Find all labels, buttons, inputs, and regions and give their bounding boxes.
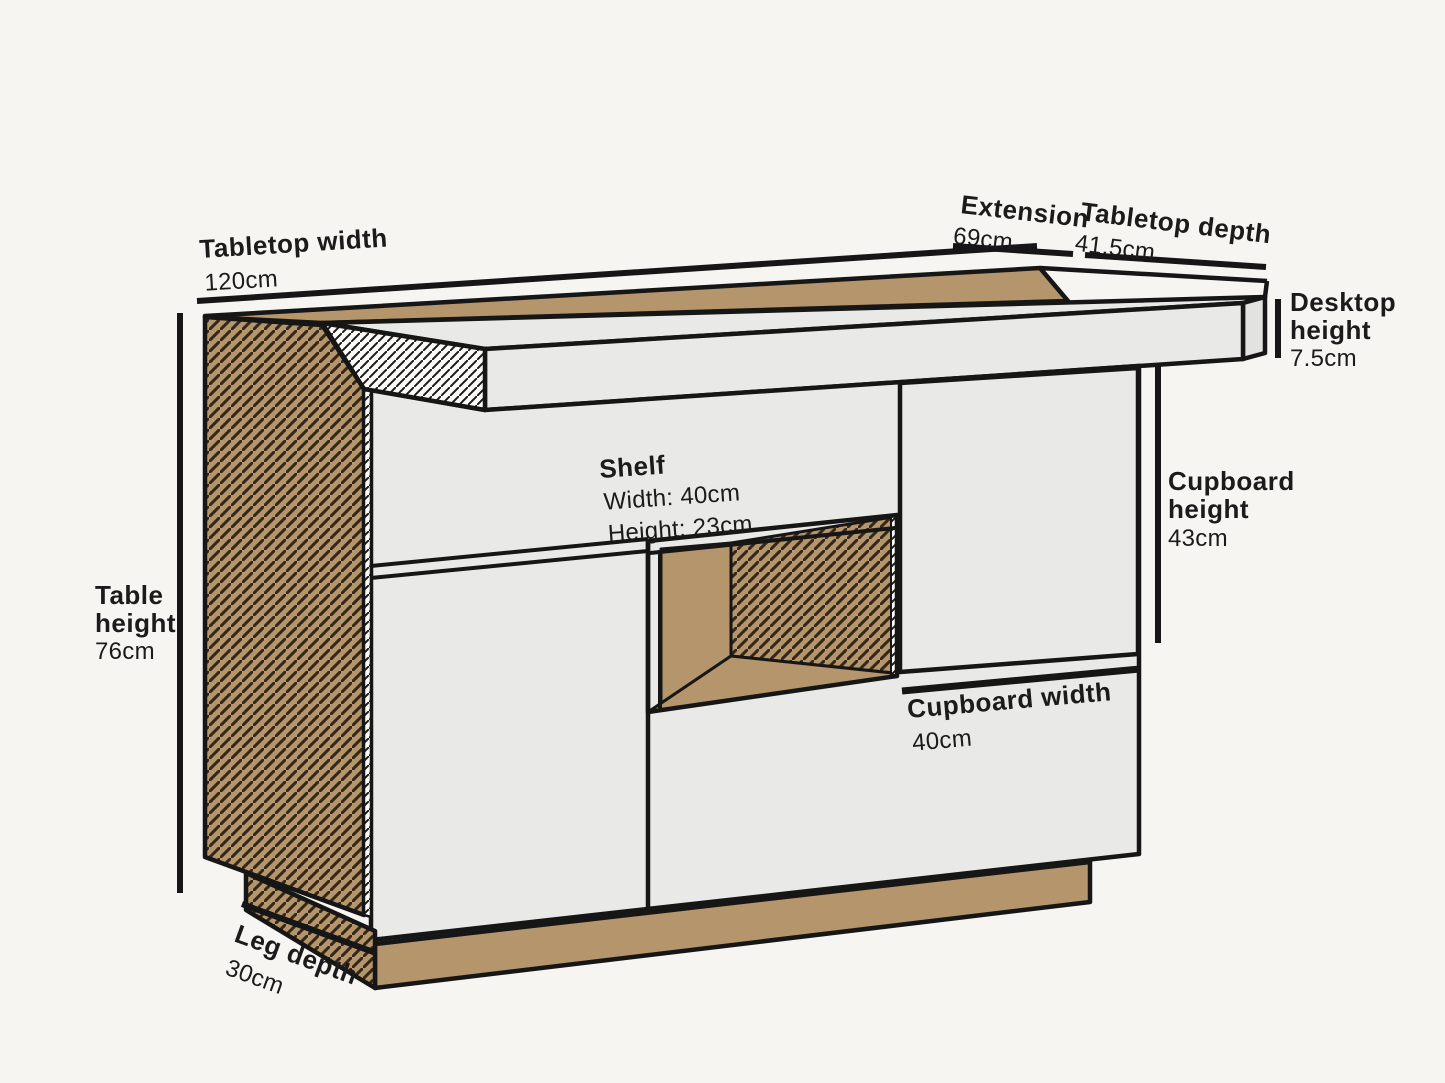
dim-line-extension [952,243,1074,257]
divider-line-bottom [370,549,649,580]
tabletop-back-edge [1039,265,1268,284]
desktop-slab-section-hatch [319,320,488,413]
desktop-height-label-line1: Desktop [1290,287,1396,317]
dim-line-cupboard-width [901,665,1141,695]
label-shelf: Shelf Width: 40cm Height: 23cm [598,449,753,547]
table-height-value: 76cm [95,638,155,665]
cupboard-height-label-line1: Cupboard [1168,466,1295,496]
label-table-height: Table height 76cm [95,580,176,665]
slab-back-corner-edge [1262,280,1270,298]
shelf-cubby-frame [645,512,900,715]
table-height-label-line1: Table [95,580,163,610]
extension-value: 69cm [952,222,1015,256]
desktop-slab-end [1240,294,1268,362]
shelf-inner-top-line [649,526,896,555]
table-height-label-line2: height [95,608,176,638]
dim-line-tabletop-depth [1084,252,1267,270]
leg-panel-hatched [202,314,367,918]
desktop-height-value: 7.5cm [1290,345,1357,372]
cupboard-height-value: 43cm [1168,525,1228,552]
cupboard-door [897,365,1141,675]
divider-line-top [370,537,649,568]
leg-edge-strip [362,387,373,919]
cupboard-width-value: 40cm [911,725,973,757]
label-cupboard-height: Cupboard height 43cm [1168,466,1295,552]
desktop-height-label-line2: height [1290,315,1371,345]
dim-line-tabletop-width [196,243,1038,304]
dim-line-leg-depth [240,901,378,956]
cupboard-height-label-line2: height [1168,494,1249,524]
shelf-label: Shelf [598,449,666,484]
tabletop-width-value: 120cm [204,265,279,296]
label-desktop-height: Desktop height 7.5cm [1290,287,1396,372]
